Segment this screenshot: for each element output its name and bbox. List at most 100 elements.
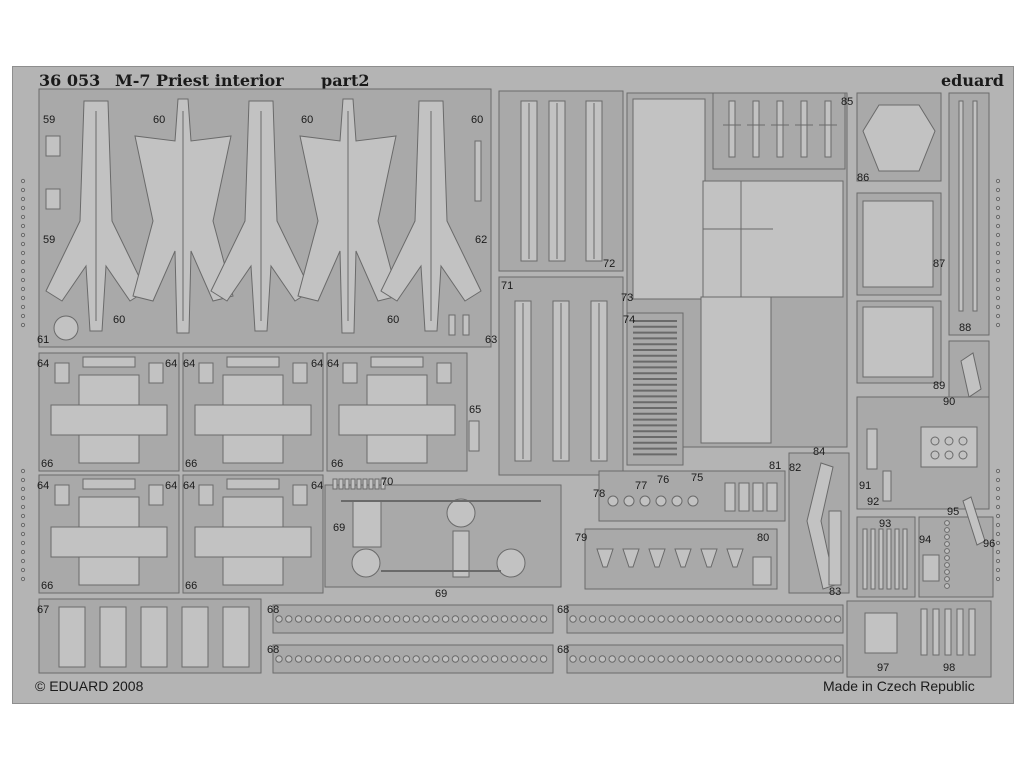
- part-76: [623, 495, 635, 507]
- part-95-chain: [944, 583, 950, 589]
- copyright-text: © EDUARD 2008: [35, 678, 144, 694]
- track-link: [392, 655, 401, 663]
- part-number-84: 84: [813, 446, 825, 458]
- part-number-96: 96: [983, 538, 995, 550]
- part-number-79: 79: [575, 532, 587, 544]
- part-59: [45, 135, 61, 157]
- track-link: [461, 615, 469, 623]
- part-number-85: 85: [841, 96, 853, 108]
- track-link: [285, 615, 293, 623]
- part-number-82: 82: [789, 462, 801, 474]
- perforation-dot: [995, 178, 1001, 184]
- part-94: [922, 554, 940, 582]
- perforation-dot: [20, 504, 26, 510]
- track-link: [539, 655, 548, 663]
- part-69-wheel: [351, 548, 381, 578]
- seat-bracket: [292, 362, 308, 384]
- part-81: [724, 482, 736, 512]
- track-link: [353, 615, 362, 623]
- track-link: [804, 615, 812, 623]
- part-number-64: 64: [165, 480, 177, 492]
- part-number-60: 60: [387, 314, 399, 326]
- part-67: [58, 606, 86, 668]
- seat-cushion: [366, 434, 428, 464]
- track-link: [775, 615, 783, 623]
- perforation-dot: [20, 313, 26, 319]
- track-link: [314, 655, 322, 663]
- track-link: [412, 655, 420, 663]
- part-number-94: 94: [919, 534, 931, 546]
- track-link: [608, 615, 616, 623]
- perforation-dot: [995, 558, 1001, 564]
- perforation-dot: [20, 558, 26, 564]
- track-link: [432, 655, 440, 663]
- part-73: [632, 98, 706, 300]
- perforation-dot: [20, 531, 26, 537]
- perforation-dot: [995, 259, 1001, 265]
- track-link: [637, 615, 646, 623]
- part-number-80: 80: [757, 532, 769, 544]
- track-link: [569, 615, 577, 623]
- track-link: [481, 615, 489, 623]
- track-link: [451, 655, 460, 663]
- perforation-dot: [20, 259, 26, 265]
- part-number-83: 83: [829, 586, 841, 598]
- part-number-76: 76: [657, 474, 669, 486]
- track-link: [628, 655, 636, 663]
- track-link: [490, 655, 499, 663]
- track-link: [794, 615, 803, 623]
- track-link: [471, 655, 479, 663]
- track-link: [363, 655, 371, 663]
- track-link: [285, 655, 293, 663]
- part-93: [902, 528, 908, 590]
- perforation-dot: [995, 295, 1001, 301]
- part-70: [380, 478, 386, 490]
- part-65: [468, 420, 480, 452]
- perforation-dot: [20, 223, 26, 229]
- track-link: [677, 655, 685, 663]
- perforation-dot: [995, 286, 1001, 292]
- part-number-77: 77: [635, 480, 647, 492]
- perforation-dot: [20, 241, 26, 247]
- part-61: [53, 315, 79, 341]
- seat-cushion: [222, 434, 284, 464]
- seat-bracket: [198, 484, 214, 506]
- track-link: [373, 615, 381, 623]
- part-91-hole: [958, 450, 968, 460]
- part-79: [622, 548, 640, 568]
- track-link: [490, 615, 499, 623]
- part-number-60: 60: [153, 114, 165, 126]
- track-link: [696, 655, 705, 663]
- perforation-dot: [20, 495, 26, 501]
- part-number-64: 64: [311, 358, 323, 370]
- part-number-75: 75: [691, 472, 703, 484]
- part-79: [700, 548, 718, 568]
- track-link: [794, 655, 803, 663]
- seat-cushion: [222, 556, 284, 586]
- track-link: [383, 655, 391, 663]
- seat-frame: [194, 404, 312, 436]
- part-67: [140, 606, 168, 668]
- track-link: [833, 655, 842, 663]
- part-number-87: 87: [933, 258, 945, 270]
- track-link: [814, 615, 822, 623]
- part-number-60: 60: [113, 314, 125, 326]
- perforation-dot: [995, 223, 1001, 229]
- perforation-dot: [20, 196, 26, 202]
- seat-back: [222, 496, 284, 528]
- part-67: [222, 606, 250, 668]
- part-98: [968, 608, 976, 656]
- part-number-64: 64: [165, 358, 177, 370]
- part-number-88: 88: [959, 322, 971, 334]
- part-80: [752, 556, 772, 586]
- track-link: [481, 655, 489, 663]
- perforation-dot: [995, 187, 1001, 193]
- part-number-72: 72: [603, 258, 615, 270]
- seat-handle: [226, 478, 280, 490]
- part-number-90: 90: [943, 396, 955, 408]
- track-link: [686, 615, 695, 623]
- track-link: [334, 615, 342, 623]
- track-link: [520, 655, 528, 663]
- perforation-dot: [20, 549, 26, 555]
- track-link: [314, 615, 322, 623]
